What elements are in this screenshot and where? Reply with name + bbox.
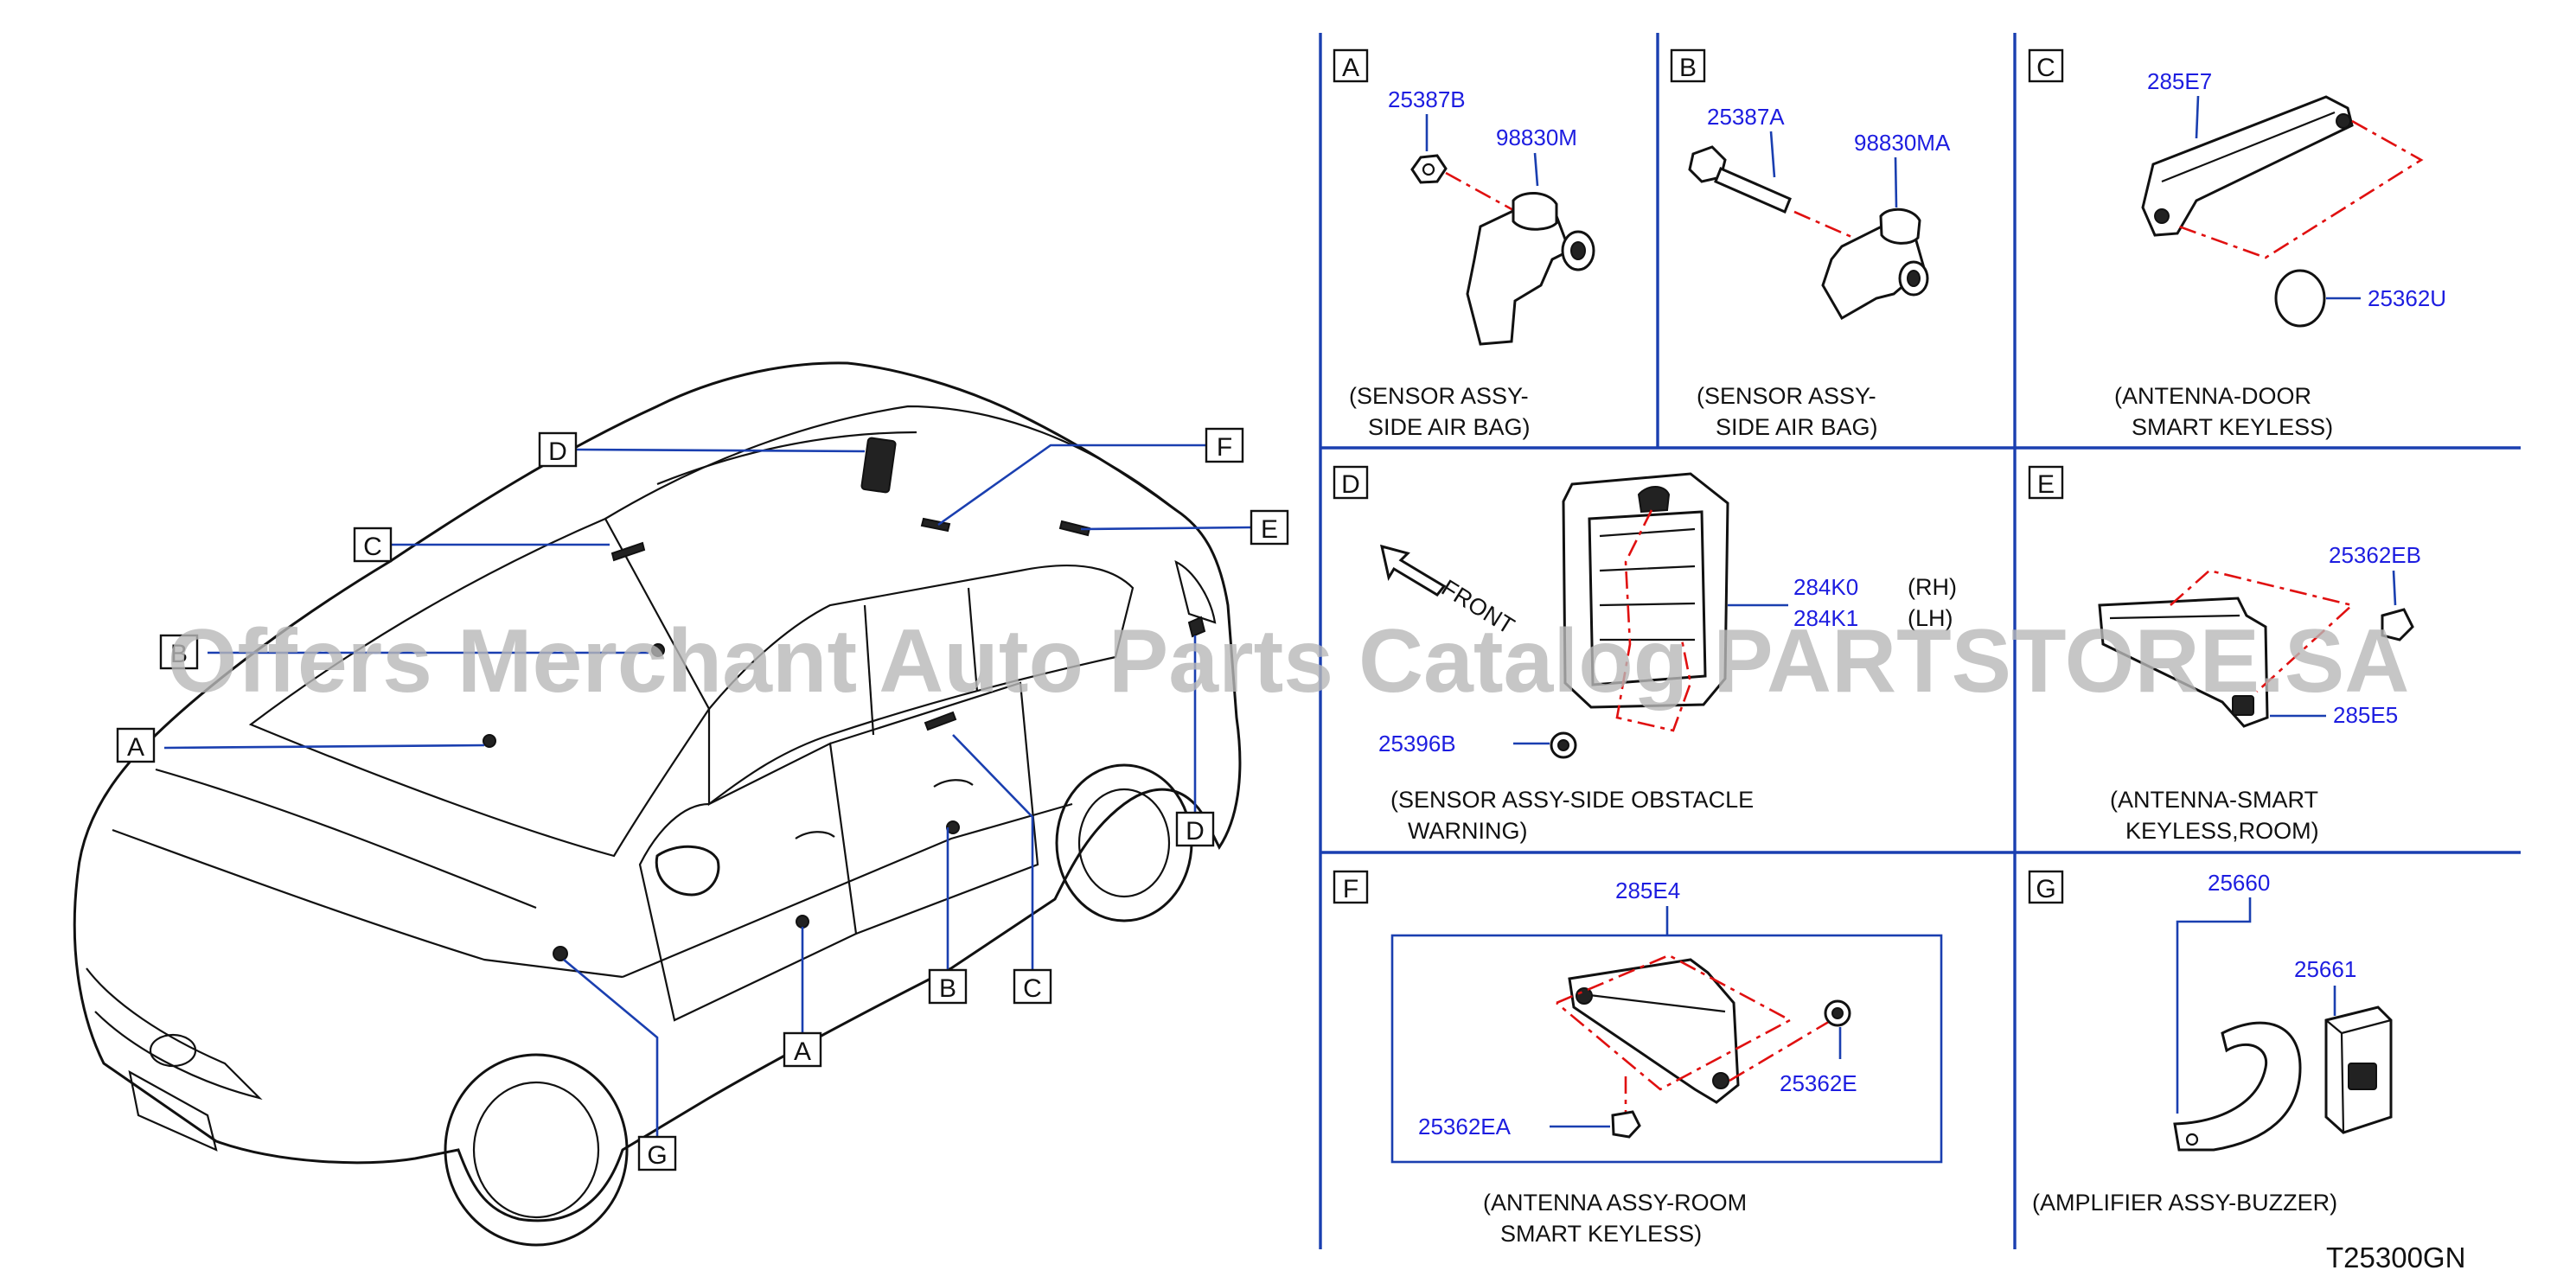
callout-a-body[interactable]: A bbox=[116, 727, 156, 763]
diagram-code: T25300GN bbox=[2326, 1242, 2465, 1273]
callout-d-rear-label: D bbox=[1186, 817, 1205, 846]
part-25362u[interactable]: 25362U bbox=[2368, 285, 2446, 311]
section-f: F 285E4 25362E 25362EA (ANTENNA ASSY-ROO… bbox=[1333, 870, 1943, 1247]
part-284k1[interactable]: 284K1 bbox=[1793, 605, 1858, 631]
door-antenna-icon bbox=[2141, 95, 2354, 237]
section-d-desc1: (SENSOR ASSY-SIDE OBSTACLE bbox=[1390, 787, 1754, 813]
section-c-desc1: (ANTENNA-DOOR bbox=[2114, 383, 2311, 409]
section-c-desc2: SMART KEYLESS) bbox=[2132, 414, 2333, 440]
section-b-desc2: SIDE AIR BAG) bbox=[1716, 414, 1878, 440]
room-antenna-icon bbox=[2098, 597, 2269, 728]
part-25396b[interactable]: 25396B bbox=[1378, 731, 1456, 756]
callout-f-label: F bbox=[1217, 433, 1232, 462]
watermark: Offers Merchant Auto Parts Catalog PARTS… bbox=[168, 611, 2410, 712]
callout-b-door[interactable]: B bbox=[928, 968, 968, 1005]
part-284k0[interactable]: 284K0 bbox=[1793, 574, 1858, 600]
section-b: B 25387A 98830MA (SENSOR ASSY- SIDE AIR … bbox=[1670, 48, 1951, 440]
part-98830m[interactable]: 98830M bbox=[1496, 124, 1577, 150]
callout-b-door-label: B bbox=[939, 974, 956, 1003]
section-a-desc2: SIDE AIR BAG) bbox=[1368, 414, 1531, 440]
part-285e4[interactable]: 285E4 bbox=[1615, 878, 1680, 903]
section-d: D FRONT 284K0 (RH) 284K1 (LH) 25396B (SE… bbox=[1333, 465, 1957, 844]
callout-c-door[interactable]: C bbox=[1013, 968, 1052, 1005]
part-285e7[interactable]: 285E7 bbox=[2147, 68, 2212, 94]
callout-c-door-label: C bbox=[1023, 974, 1042, 1003]
buzzer-bracket-icon bbox=[2173, 1021, 2302, 1152]
section-a: A 25387B 98830M (SENSOR ASSY- SIDE AIR B… bbox=[1333, 48, 1595, 440]
section-g-letter: G bbox=[2036, 875, 2055, 903]
clip-e-icon bbox=[2381, 608, 2414, 642]
section-f-desc1: (ANTENNA ASSY-ROOM bbox=[1483, 1190, 1747, 1216]
section-d-desc2: WARNING) bbox=[1408, 818, 1527, 844]
callout-g-body[interactable]: G bbox=[637, 1135, 677, 1171]
section-g-desc1: (AMPLIFIER ASSY-BUZZER) bbox=[2032, 1190, 2337, 1216]
section-b-desc1: (SENSOR ASSY- bbox=[1697, 383, 1876, 409]
part-98830ma[interactable]: 98830MA bbox=[1854, 130, 1951, 156]
section-e-desc1: (ANTENNA-SMART bbox=[2110, 787, 2318, 813]
section-f-letter: F bbox=[1343, 875, 1358, 903]
section-b-letter: B bbox=[1679, 54, 1697, 82]
callout-c-body[interactable]: C bbox=[353, 527, 393, 563]
callout-f-body[interactable]: F bbox=[1205, 427, 1244, 463]
side-rh: (RH) bbox=[1908, 574, 1957, 600]
car-illustration bbox=[73, 361, 1242, 1247]
callout-a-label: A bbox=[127, 733, 144, 762]
section-e-desc2: KEYLESS,ROOM) bbox=[2125, 818, 2319, 844]
part-25387b[interactable]: 25387B bbox=[1388, 86, 1466, 112]
callout-d-rear[interactable]: D bbox=[1175, 811, 1215, 847]
part-group-frame bbox=[1390, 934, 1943, 1164]
part-285e5[interactable]: 285E5 bbox=[2333, 702, 2398, 728]
car-callout-lines bbox=[163, 444, 1252, 1137]
callout-c-label: C bbox=[363, 533, 382, 561]
section-e-letter: E bbox=[2037, 470, 2055, 499]
callout-e-body[interactable]: E bbox=[1250, 509, 1289, 546]
section-a-desc1: (SENSOR ASSY- bbox=[1349, 383, 1529, 409]
side-lh: (LH) bbox=[1908, 605, 1953, 631]
gasket-icon bbox=[2274, 269, 2326, 328]
section-c: C 285E7 25362U (ANTENNA-DOOR SMART KEYLE… bbox=[2028, 48, 2446, 440]
callout-g-label: G bbox=[647, 1141, 667, 1170]
part-25362ea[interactable]: 25362EA bbox=[1418, 1114, 1512, 1139]
front-arrow-icon bbox=[1379, 544, 1447, 597]
part-25362eb[interactable]: 25362EB bbox=[2329, 542, 2421, 568]
callout-b-label: B bbox=[170, 640, 188, 668]
section-c-letter: C bbox=[2036, 54, 2055, 82]
callout-d-label: D bbox=[548, 437, 567, 466]
callout-a-door[interactable]: A bbox=[783, 1031, 822, 1068]
section-f-desc2: SMART KEYLESS) bbox=[1500, 1221, 1702, 1247]
part-25362e[interactable]: 25362E bbox=[1780, 1070, 1857, 1096]
detail-grid bbox=[1319, 33, 2521, 1249]
section-e: E 25362EB 285E5 (ANTENNA-SMART KEYLESS,R… bbox=[2028, 465, 2421, 844]
section-a-letter: A bbox=[1342, 54, 1359, 82]
callout-d-body[interactable]: D bbox=[538, 431, 578, 468]
room-antenna-f-icon bbox=[1568, 958, 1740, 1104]
screw-f-icon bbox=[1611, 1110, 1641, 1139]
part-25660[interactable]: 25660 bbox=[2208, 870, 2270, 896]
callout-e-label: E bbox=[1261, 515, 1278, 544]
part-25387a[interactable]: 25387A bbox=[1707, 104, 1785, 130]
callout-b-body[interactable]: B bbox=[159, 634, 199, 670]
part-25661[interactable]: 25661 bbox=[2294, 956, 2356, 982]
nut-icon bbox=[1410, 154, 1448, 184]
section-d-letter: D bbox=[1341, 470, 1360, 499]
callout-a-door-label: A bbox=[794, 1037, 811, 1066]
section-g: G 25660 25661 (AMPLIFIER ASSY-BUZZER) bbox=[2028, 870, 2393, 1216]
